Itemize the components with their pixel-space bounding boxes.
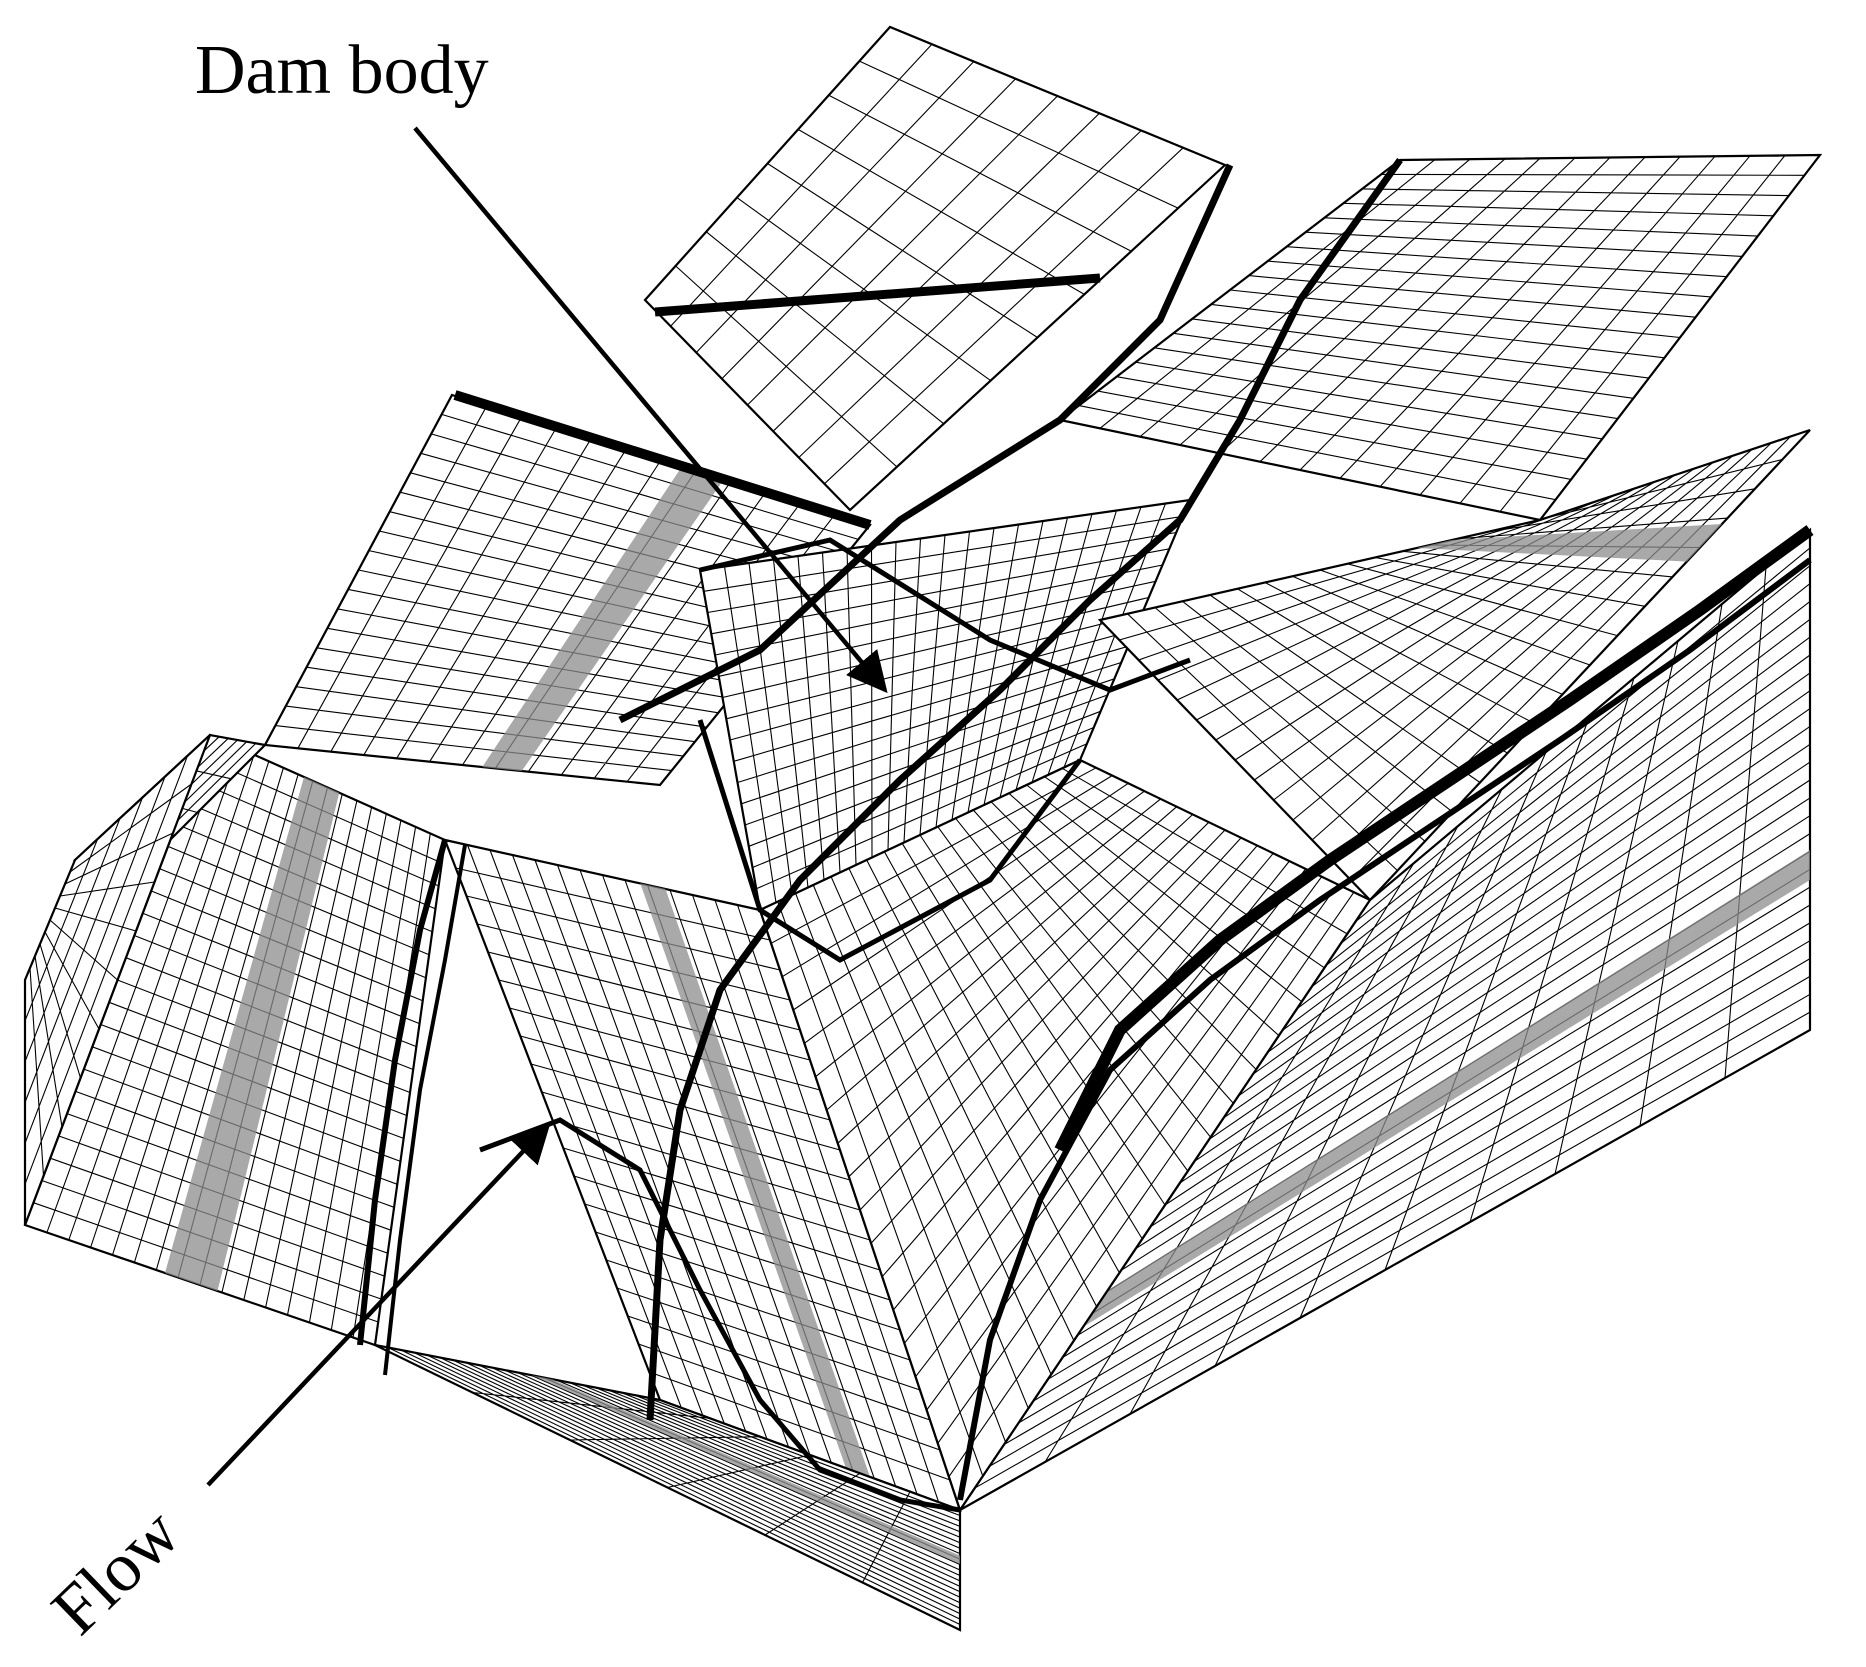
flow-label: Flow xyxy=(38,1494,195,1650)
flow-arrow xyxy=(206,1122,551,1487)
dam-body-label: Dam body xyxy=(195,32,489,109)
left-side-face-mesh xyxy=(23,734,212,1226)
reservoir-dark-strip xyxy=(453,390,872,530)
upper-dark-strip xyxy=(654,273,1101,317)
upper-right-ridge-mesh xyxy=(1057,153,1823,522)
bottom-front-mesh xyxy=(374,1343,962,1632)
dam-crest-seam xyxy=(699,537,1191,693)
left-abutment-seam xyxy=(357,839,448,1346)
mesh-seams xyxy=(357,157,1814,1513)
right-slope-mesh xyxy=(1097,428,1811,902)
dam-body-arrow xyxy=(413,126,888,694)
upper-thick-seam xyxy=(618,163,1234,724)
dam-site-mesh xyxy=(23,25,1823,1632)
right-long-dark-band xyxy=(1054,525,1814,1153)
ridge-thick-seam xyxy=(646,157,1403,1421)
right-long-seam xyxy=(957,557,1812,1501)
dam-downstream-seam xyxy=(697,719,1082,963)
reservoir-fan-mesh xyxy=(643,25,1228,512)
valley-floor-seam xyxy=(479,1117,961,1513)
